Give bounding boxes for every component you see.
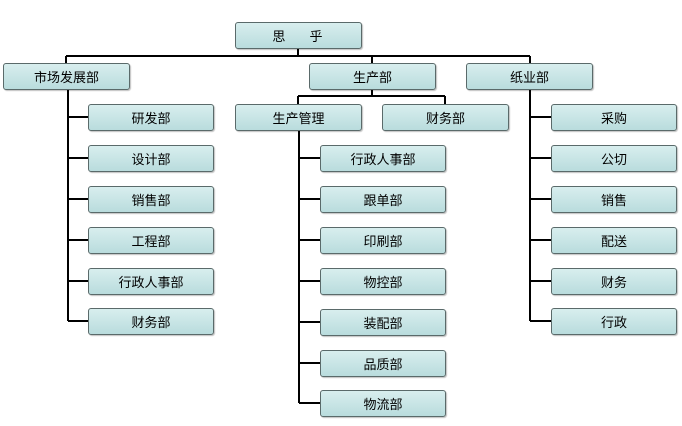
department-node: 研发部 (88, 104, 214, 131)
department-node: 设计部 (88, 145, 214, 172)
department-node: 物流部 (320, 390, 446, 417)
division-node-production: 生产部 (309, 63, 436, 90)
department-node: 配送 (551, 227, 677, 254)
department-node: 行政人事部 (88, 268, 214, 295)
department-node: 印刷部 (320, 227, 446, 254)
department-node: 财务 (551, 268, 677, 295)
subdivision-node-production-management: 生产管理 (235, 104, 362, 131)
department-node: 销售 (551, 186, 677, 213)
department-node: 行政人事部 (320, 145, 446, 172)
department-node: 工程部 (88, 227, 214, 254)
org-root-node: 思 乎 (235, 22, 362, 49)
department-node: 装配部 (320, 309, 446, 336)
department-node: 财务部 (88, 308, 214, 335)
department-node: 公切 (551, 145, 677, 172)
subdivision-node-finance: 财务部 (382, 104, 509, 131)
department-node: 行政 (551, 308, 677, 335)
department-node: 采购 (551, 104, 677, 131)
division-node-paper: 纸业部 (466, 63, 593, 90)
department-node: 品质部 (320, 350, 446, 377)
division-node-market-development: 市场发展部 (3, 63, 130, 90)
department-node: 销售部 (88, 186, 214, 213)
department-node: 跟单部 (320, 186, 446, 213)
department-node: 物控部 (320, 268, 446, 295)
